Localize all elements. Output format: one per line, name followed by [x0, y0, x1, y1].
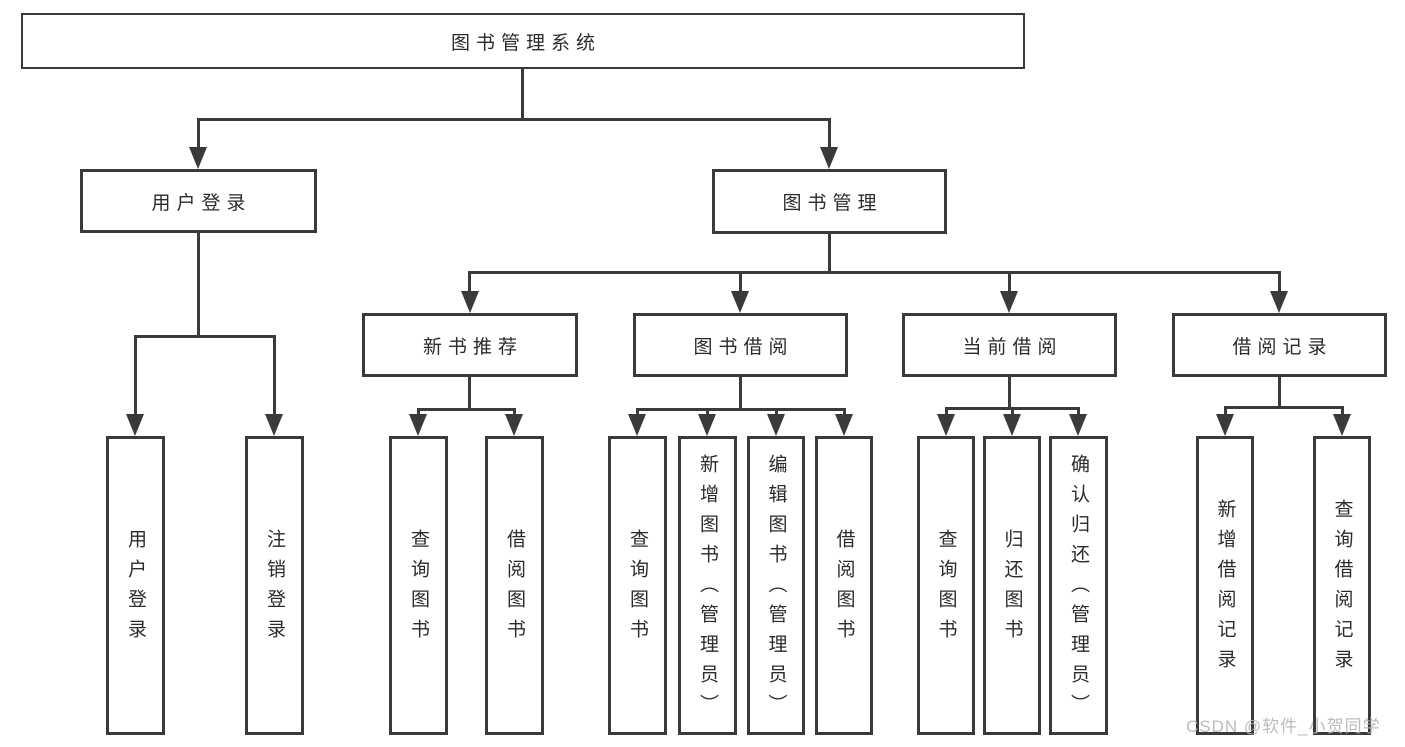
edge-group-bar — [636, 408, 846, 411]
arrow-down-icon — [731, 291, 749, 313]
leaf-add-borrow-record: 新增借阅记录 — [1196, 436, 1254, 735]
edge-drop — [468, 271, 471, 293]
leaf-add-books-admin: 新增图书（管理员） — [678, 436, 737, 735]
edge-group-stem — [1278, 377, 1281, 406]
leaf-borrow-books: 借阅图书 — [485, 436, 544, 735]
edge-user-stem — [197, 233, 200, 335]
edge-group-bar — [417, 408, 516, 411]
edge-book-bar — [468, 271, 1281, 274]
leaf-confirm-return-admin: 确认归还（管理员） — [1049, 436, 1108, 735]
leaf-return-books: 归还图书 — [983, 436, 1041, 735]
arrow-down-icon — [937, 414, 955, 436]
edge-group-bar — [1224, 406, 1344, 409]
leaf-logout: 注销登录 — [245, 436, 304, 735]
edge-group-stem — [468, 377, 471, 408]
edge-book-stem — [828, 234, 831, 271]
node-book-management: 图书管理 — [712, 169, 947, 234]
arrow-down-icon — [835, 414, 853, 436]
arrow-down-icon — [820, 147, 838, 169]
leaf-user-login: 用户登录 — [106, 436, 165, 735]
edge-drop — [843, 408, 846, 418]
leaf-query-books: 查询图书 — [389, 436, 448, 735]
edge-drop — [1224, 406, 1227, 418]
arrow-down-icon — [1003, 414, 1021, 436]
edge-drop — [775, 408, 778, 418]
edge-drop — [273, 335, 276, 416]
edge-drop — [134, 335, 137, 416]
arrow-down-icon — [628, 414, 646, 436]
edge-drop — [739, 271, 742, 293]
edge-drop — [197, 118, 200, 149]
node-user-login: 用户登录 — [80, 169, 317, 233]
leaf-query-books: 查询图书 — [917, 436, 975, 735]
edge-drop — [945, 407, 948, 418]
edge-drop — [1278, 271, 1281, 293]
edge-root-stem — [521, 69, 524, 118]
arrow-down-icon — [698, 414, 716, 436]
arrow-down-icon — [1270, 291, 1288, 313]
edge-drop — [1341, 406, 1344, 418]
edge-drop — [1008, 271, 1011, 293]
arrow-down-icon — [409, 414, 427, 436]
arrow-down-icon — [1069, 414, 1087, 436]
node-borrow-records: 借阅记录 — [1172, 313, 1387, 377]
edge-user-bar — [134, 335, 276, 338]
arrow-down-icon — [505, 414, 523, 436]
edge-drop — [636, 408, 639, 418]
arrow-down-icon — [265, 414, 283, 436]
leaf-edit-books-admin: 编辑图书（管理员） — [747, 436, 805, 735]
arrow-down-icon — [1333, 414, 1351, 436]
arrow-down-icon — [767, 414, 785, 436]
edge-root-bar — [197, 118, 831, 121]
watermark: CSDN @软件_小贺同学 — [1186, 717, 1381, 736]
node-current-borrow: 当前借阅 — [902, 313, 1117, 377]
node-new-book-recommend: 新书推荐 — [362, 313, 578, 377]
edge-drop — [513, 408, 516, 418]
arrow-down-icon — [1216, 414, 1234, 436]
edge-drop — [828, 118, 831, 149]
edge-drop — [1011, 407, 1014, 418]
arrow-down-icon — [461, 291, 479, 313]
leaf-borrow-books: 借阅图书 — [815, 436, 873, 735]
edge-drop — [417, 408, 420, 418]
edge-group-stem — [1008, 377, 1011, 407]
leaf-query-books: 查询图书 — [608, 436, 667, 735]
edge-drop — [1077, 407, 1080, 418]
arrow-down-icon — [126, 414, 144, 436]
arrow-down-icon — [1000, 291, 1018, 313]
leaf-query-borrow-record: 查询借阅记录 — [1313, 436, 1371, 735]
edge-drop — [706, 408, 709, 418]
node-root: 图书管理系统 — [21, 13, 1025, 69]
node-book-borrow: 图书借阅 — [633, 313, 848, 377]
arrow-down-icon — [189, 147, 207, 169]
edge-group-stem — [739, 377, 742, 408]
